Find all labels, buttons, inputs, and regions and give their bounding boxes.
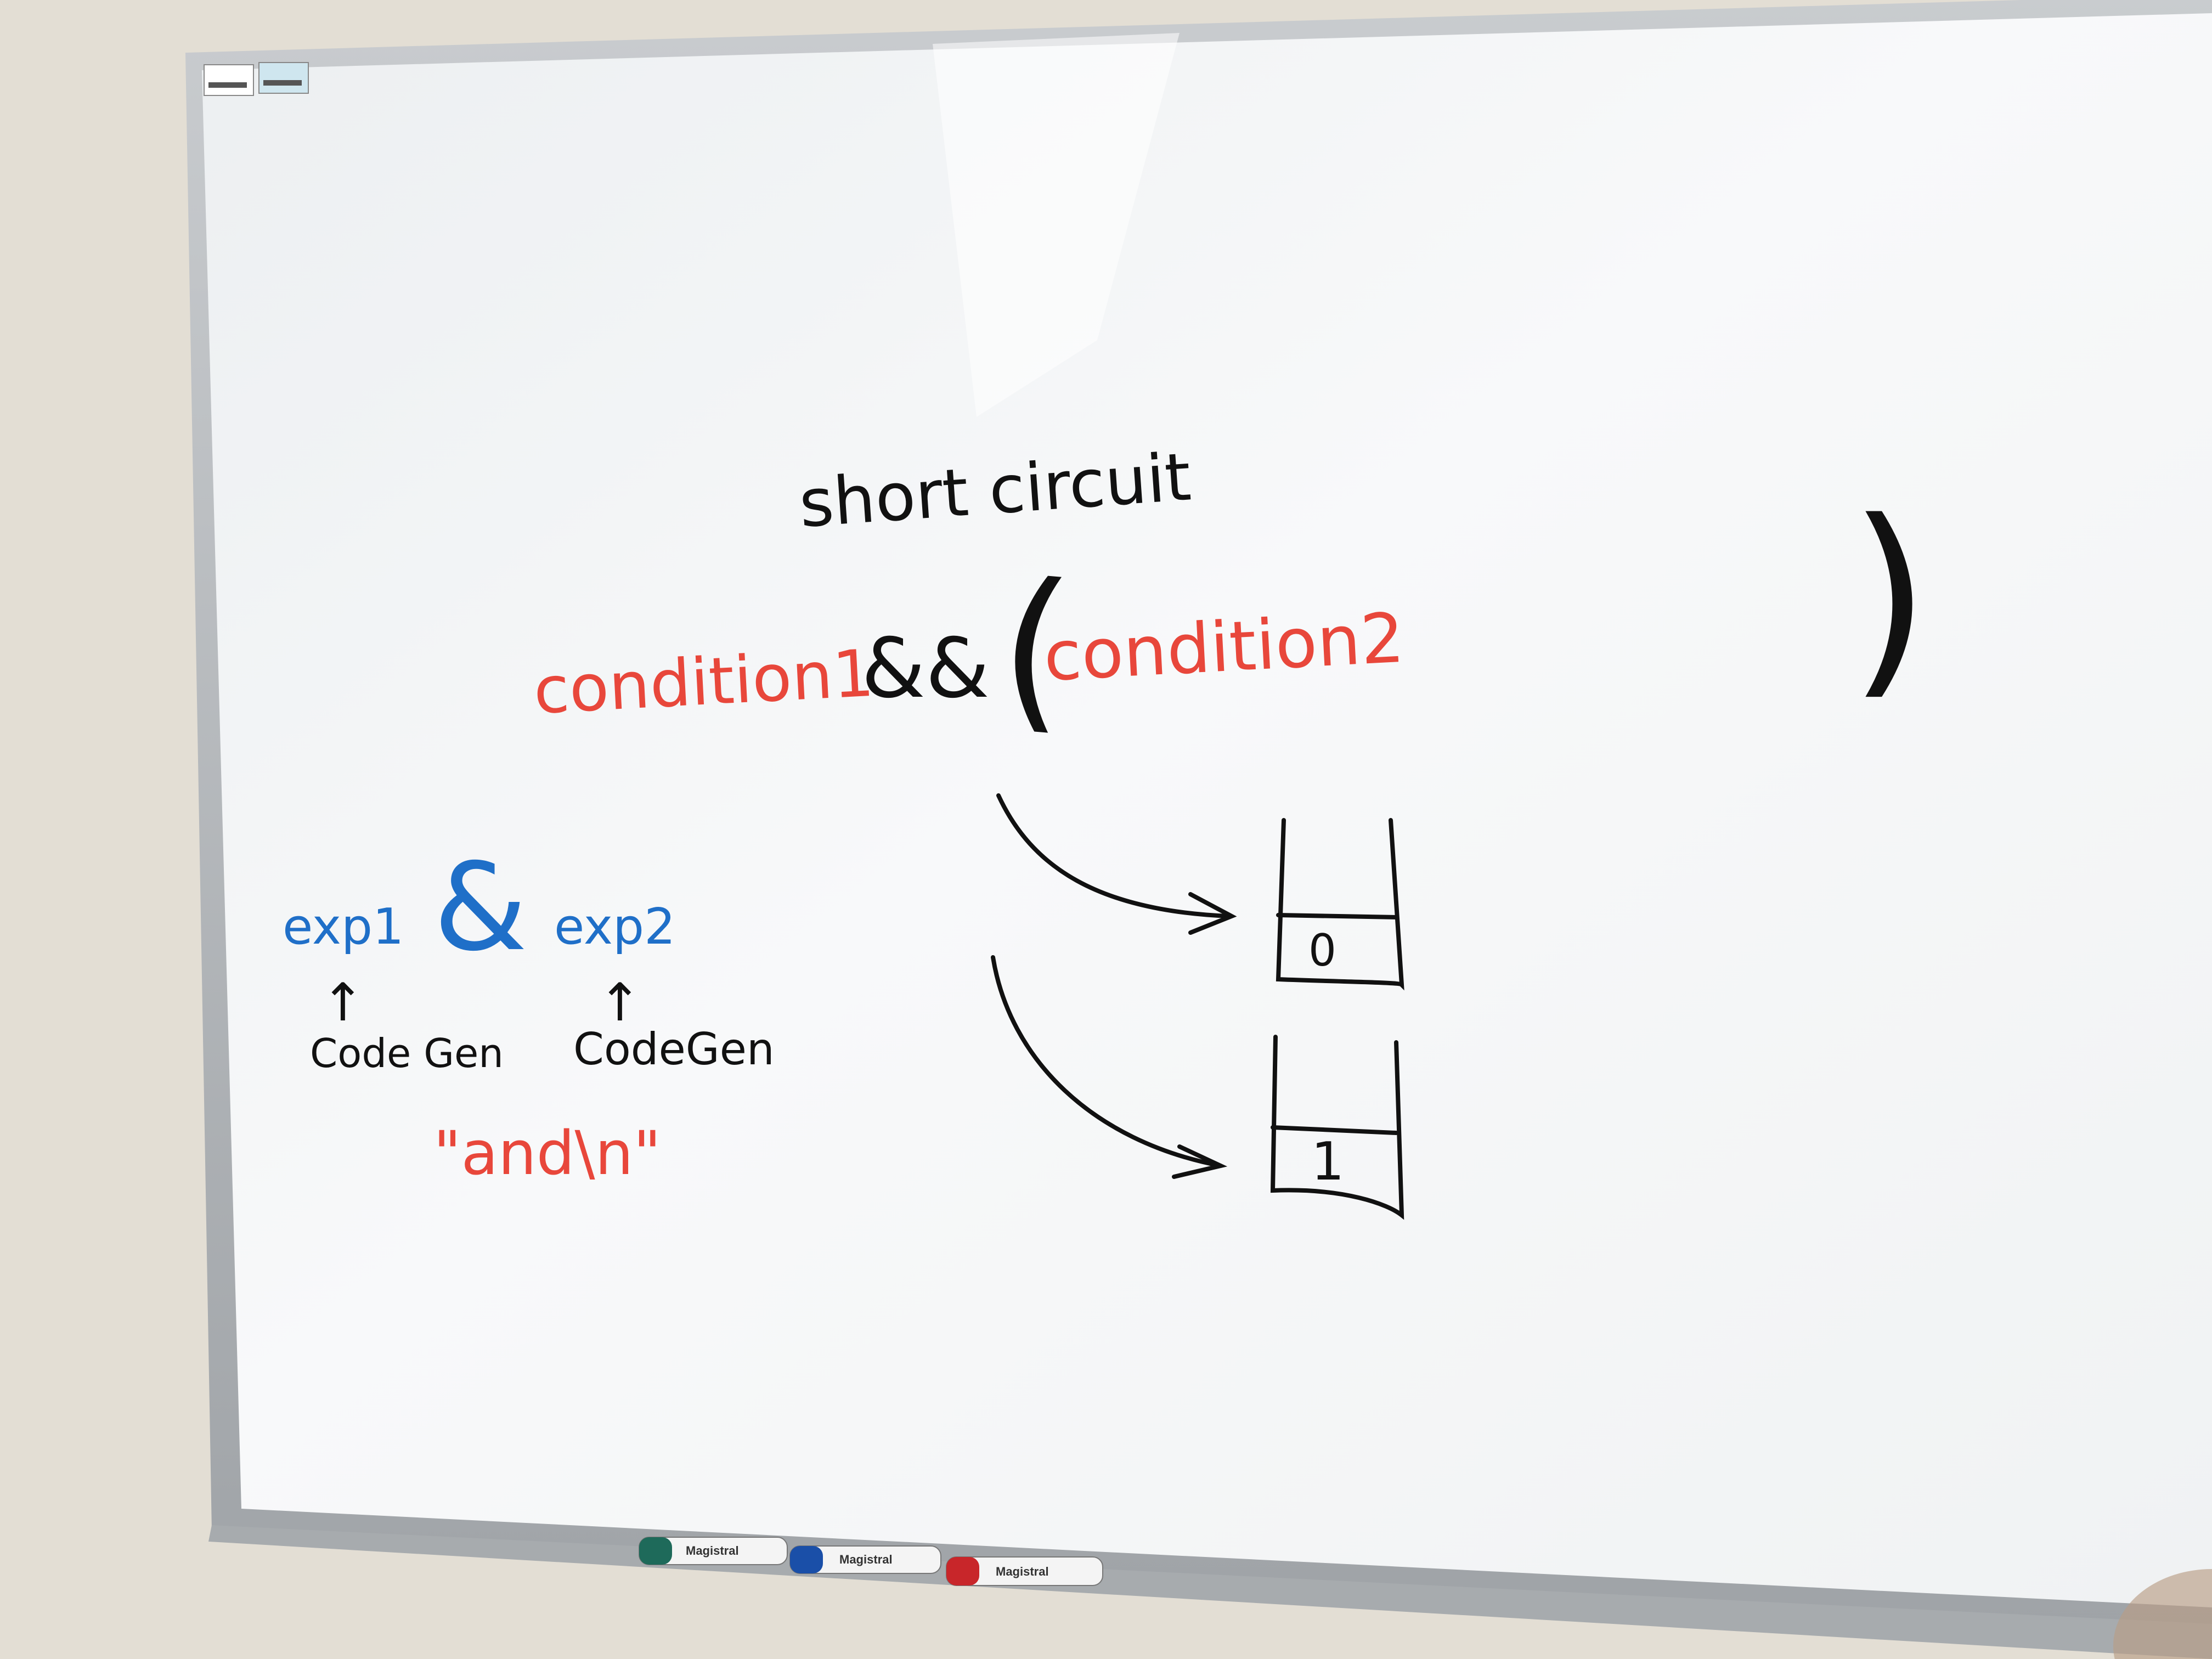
code-gen-left: Code Gen (310, 1030, 504, 1076)
marker-blue-label: Magistral (839, 1553, 893, 1566)
condition2-text: condition2 (1042, 599, 1406, 697)
marker-blue[interactable]: Magistral (789, 1545, 941, 1574)
close-paren: ) (1849, 476, 1930, 719)
up-arrow-icon: ↑ (598, 973, 642, 1033)
and-string-literal: "and\n" (433, 1118, 661, 1188)
whiteboard-surface (202, 13, 2212, 1607)
exp2-text: exp2 (554, 898, 675, 956)
marker-red[interactable]: Magistral (946, 1556, 1103, 1586)
curved-arrow-icon (991, 955, 1228, 1179)
marker-green-label: Magistral (686, 1544, 739, 1558)
up-arrow-icon: ↑ (321, 973, 365, 1033)
ampersand: & (433, 837, 528, 978)
hand-blur (2113, 1569, 2212, 1659)
marker-red-label: Magistral (996, 1565, 1049, 1578)
stack-top-value: 0 (1308, 925, 1336, 976)
stack-diagram-bottom (1270, 1035, 1404, 1220)
marker-green[interactable]: Magistral (639, 1537, 788, 1565)
curved-arrow-icon (996, 793, 1237, 935)
asset-sticker (204, 62, 309, 96)
and-operator: && (861, 621, 990, 716)
light-glare (933, 33, 1180, 417)
exp1-text: exp1 (283, 898, 404, 956)
condition1-text: condition1 (532, 635, 876, 729)
stack-bottom-value: 1 (1311, 1132, 1344, 1192)
code-gen-right: CodeGen (573, 1024, 775, 1075)
stack-diagram-top (1276, 818, 1404, 991)
